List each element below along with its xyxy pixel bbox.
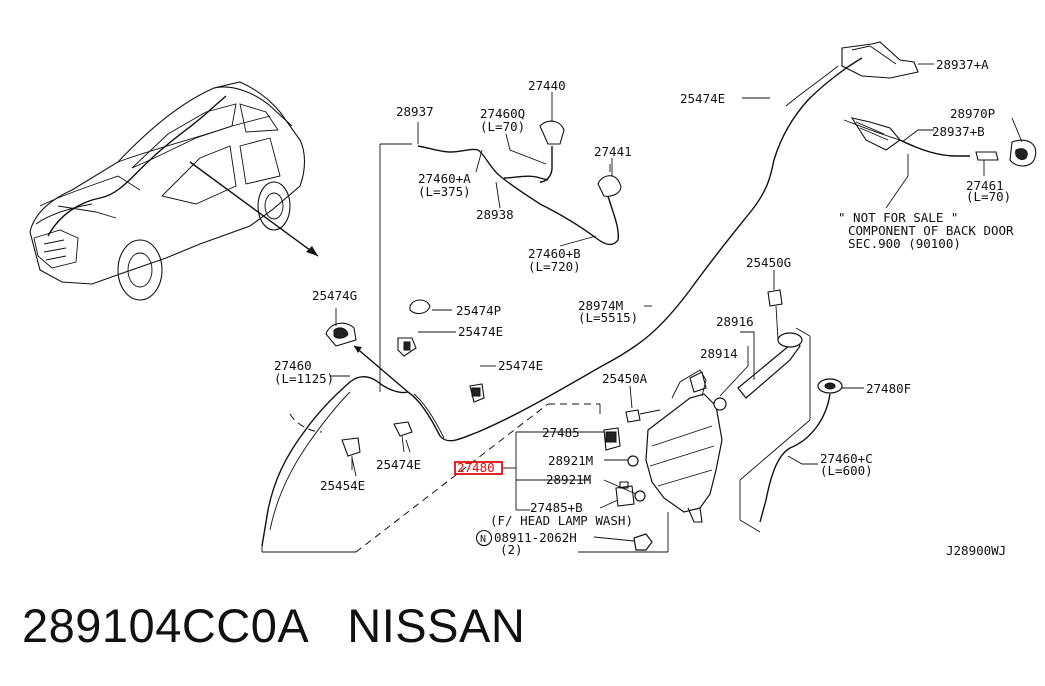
label-27461: 27461: [966, 178, 1004, 193]
label-25474e-right: 25474E: [498, 358, 543, 373]
label-27460c: 27460+C: [820, 451, 873, 466]
washer-tank-illustration: [603, 289, 843, 551]
vehicle-illustration: [29, 81, 319, 301]
label-27440: 27440: [528, 78, 566, 93]
label-27480f: 27480F: [866, 381, 911, 396]
label-28916: 28916: [716, 314, 754, 329]
label-27441: 27441: [594, 144, 632, 159]
label-27460q-length: (L=70): [480, 119, 525, 134]
label-28937: 28937: [396, 104, 434, 119]
label-28921m-b: 28921M: [546, 472, 591, 487]
diagram-code: J28900WJ: [946, 543, 1006, 558]
label-head-lamp-wash: (F/ HEAD LAMP WASH): [490, 513, 633, 528]
label-25454e: 25454E: [320, 478, 365, 493]
parts-diagram: 28937+A 25474E 28970P 28937+B 27461 (L=7…: [29, 41, 1037, 558]
label-27460q: 27460Q: [480, 106, 525, 121]
label-25450a: 25450A: [602, 371, 648, 386]
label-27461-length: (L=70): [966, 189, 1011, 204]
label-28974m: 28974M: [578, 298, 623, 313]
highlight-box-27480: [454, 461, 503, 475]
label-27460c-length: (L=600): [820, 463, 873, 478]
note-section-ref: SEC.900 (90100): [848, 236, 961, 251]
label-28914: 28914: [700, 346, 738, 361]
label-25474e-mid: 25474E: [458, 324, 503, 339]
label-08911-qty: (2): [500, 542, 523, 557]
label-27460b-length: (L=720): [528, 259, 581, 274]
label-27460b: 27460+B: [528, 246, 581, 261]
note-component-back-door: COMPONENT OF BACK DOOR: [848, 223, 1014, 238]
label-28970p: 28970P: [950, 106, 995, 121]
part-number-caption: 289104CC0A NISSAN: [22, 599, 526, 652]
label-27460a-length: (L=375): [418, 184, 471, 199]
label-25474e-top: 25474E: [680, 91, 725, 106]
label-27460: 27460: [274, 358, 312, 373]
label-27485b: 27485+B: [530, 500, 583, 515]
label-27485: 27485: [542, 425, 580, 440]
label-27460a: 27460+A: [418, 171, 471, 186]
nut-symbol-letter: N: [480, 534, 486, 545]
leader-lines: [330, 63, 1023, 542]
label-25474g: 25474G: [312, 288, 357, 303]
label-28921m-a: 28921M: [548, 453, 593, 468]
note-not-for-sale: " NOT FOR SALE ": [838, 210, 958, 225]
label-25450g: 25450G: [746, 255, 791, 270]
label-27480-highlighted[interactable]: 27480: [457, 460, 495, 475]
label-28937b: 28937+B: [932, 124, 985, 139]
label-28937a: 28937+A: [936, 57, 989, 72]
label-25474e-low: 25474E: [376, 457, 421, 472]
nut-symbol-icon: [475, 529, 493, 547]
label-25474p: 25474P: [456, 303, 501, 318]
label-08911: 08911-2062H: [494, 530, 577, 545]
label-28938: 28938: [476, 207, 514, 222]
label-28974m-length: (L=5515): [578, 310, 638, 325]
label-27460-length: (L=1125): [274, 371, 334, 386]
